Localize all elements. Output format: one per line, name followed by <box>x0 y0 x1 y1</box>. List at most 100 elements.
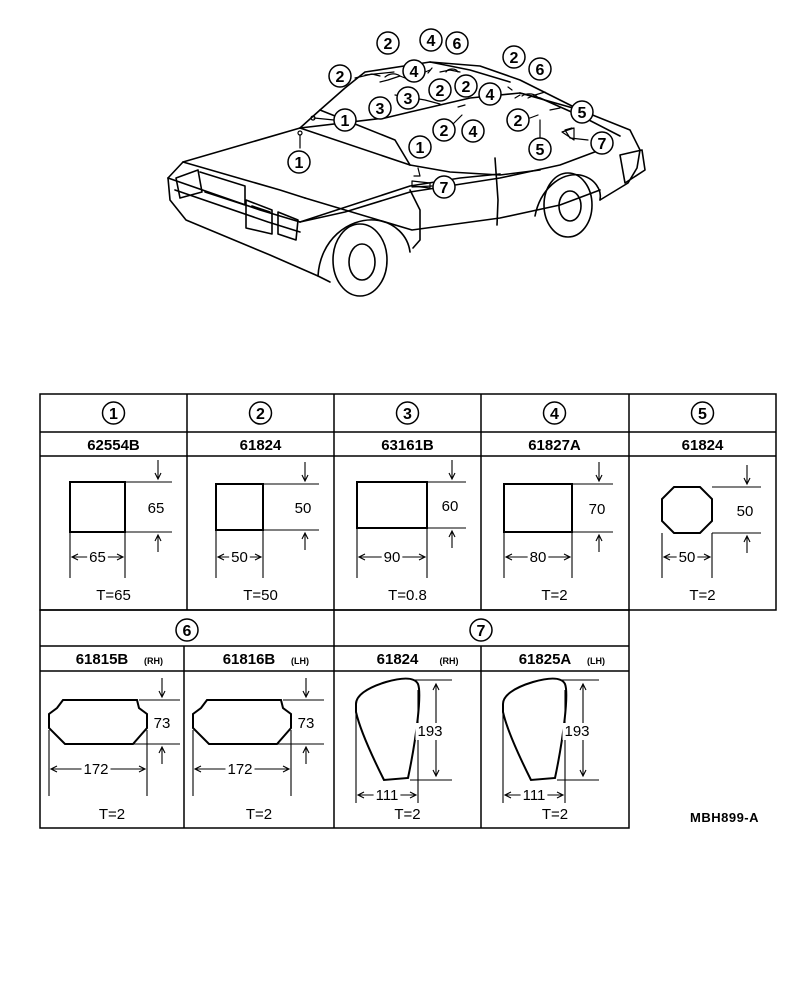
callout-1: 1 <box>333 108 357 132</box>
svg-text:7: 7 <box>477 623 486 640</box>
callout-1: 1 <box>408 135 432 159</box>
thickness-label: T=2 <box>99 806 125 823</box>
callout-2: 2 <box>376 31 400 55</box>
callout-4: 4 <box>461 119 485 143</box>
svg-text:7: 7 <box>598 136 607 153</box>
width-dim: 111 <box>376 787 399 804</box>
callout-2: 2 <box>506 108 530 132</box>
height-dim: 193 <box>564 723 589 740</box>
svg-text:2: 2 <box>462 79 471 96</box>
svg-text:2: 2 <box>336 69 345 86</box>
svg-text:6: 6 <box>183 623 192 640</box>
side-label: (RH) <box>440 656 459 666</box>
callout-2: 2 <box>428 78 452 102</box>
part-shape <box>502 677 568 782</box>
width-dim: 172 <box>227 761 252 778</box>
svg-text:2: 2 <box>514 113 523 130</box>
callout-2: 2 <box>502 45 526 69</box>
width-dim: 80 <box>530 549 547 566</box>
part-code: 62554B <box>87 437 140 454</box>
callout-1: 1 <box>287 150 311 174</box>
svg-text:2: 2 <box>436 83 445 100</box>
callout-4: 4 <box>402 59 426 83</box>
svg-text:4: 4 <box>469 124 478 141</box>
part-shape <box>215 483 264 531</box>
width-dim: 172 <box>83 761 108 778</box>
callout-5: 5 <box>570 100 594 124</box>
thickness-label: T=65 <box>96 587 131 604</box>
width-dim: 90 <box>384 549 401 566</box>
height-dim: 50 <box>737 503 754 520</box>
part-shape <box>48 699 148 745</box>
height-dim: 70 <box>589 501 606 518</box>
callout-3: 3 <box>396 86 420 110</box>
part-number-7: 7 <box>469 618 493 642</box>
part-shape <box>355 677 421 782</box>
part-number-1: 1 <box>101 401 126 425</box>
side-label: (LH) <box>291 656 309 666</box>
dimension-lines <box>503 462 613 578</box>
svg-text:5: 5 <box>536 142 545 159</box>
svg-text:3: 3 <box>376 101 385 118</box>
svg-text:3: 3 <box>404 91 413 108</box>
leader-lines <box>297 67 589 189</box>
height-dim: 193 <box>417 723 442 740</box>
svg-text:2: 2 <box>510 50 519 67</box>
callout-2: 2 <box>454 74 478 98</box>
part-code: 61827A <box>528 437 581 454</box>
part-number-6: 6 <box>175 618 199 642</box>
callout-7: 7 <box>432 175 456 199</box>
svg-text:7: 7 <box>440 180 449 197</box>
part-shape <box>661 486 713 534</box>
svg-text:4: 4 <box>427 33 436 50</box>
svg-text:6: 6 <box>453 36 462 53</box>
part-code: 61825A <box>519 651 572 668</box>
dimension-lines <box>69 460 172 578</box>
thickness-label: T=2 <box>542 806 568 823</box>
dimension-lines <box>356 460 466 578</box>
thickness-label: T=2 <box>394 806 420 823</box>
part-code: 63161B <box>381 437 434 454</box>
callout-4: 4 <box>419 28 443 52</box>
thickness-label: T=2 <box>541 587 567 604</box>
part-code: 61824 <box>682 437 724 454</box>
svg-text:4: 4 <box>486 87 495 104</box>
svg-text:1: 1 <box>109 406 118 423</box>
height-dim: 50 <box>295 500 312 517</box>
part-shape <box>356 481 428 529</box>
part-code: 61815B <box>76 651 129 668</box>
part-number-4: 4 <box>542 401 567 425</box>
callout-2: 2 <box>432 118 456 142</box>
svg-text:5: 5 <box>698 406 707 423</box>
svg-text:1: 1 <box>295 155 304 172</box>
svg-text:4: 4 <box>410 64 419 81</box>
part-number-3: 3 <box>395 401 420 425</box>
callout-3: 3 <box>368 96 392 120</box>
svg-text:1: 1 <box>416 140 425 157</box>
height-dim: 73 <box>154 715 171 732</box>
width-dim: 65 <box>89 549 106 566</box>
part-number-5: 5 <box>690 401 715 425</box>
width-dim: 50 <box>231 549 248 566</box>
height-dim: 60 <box>442 498 459 515</box>
callout-2: 2 <box>328 64 352 88</box>
svg-text:1: 1 <box>341 113 350 130</box>
thickness-label: T=0.8 <box>388 587 427 604</box>
width-dim: 111 <box>523 787 546 804</box>
thickness-label: T=2 <box>246 806 272 823</box>
part-cell-4: 4 61827A 80 70T=2 <box>503 401 613 604</box>
rear-wheel <box>534 172 602 238</box>
part-shape <box>192 699 292 745</box>
callout-6: 6 <box>445 31 469 55</box>
svg-text:4: 4 <box>550 406 559 423</box>
svg-text:2: 2 <box>256 406 265 423</box>
